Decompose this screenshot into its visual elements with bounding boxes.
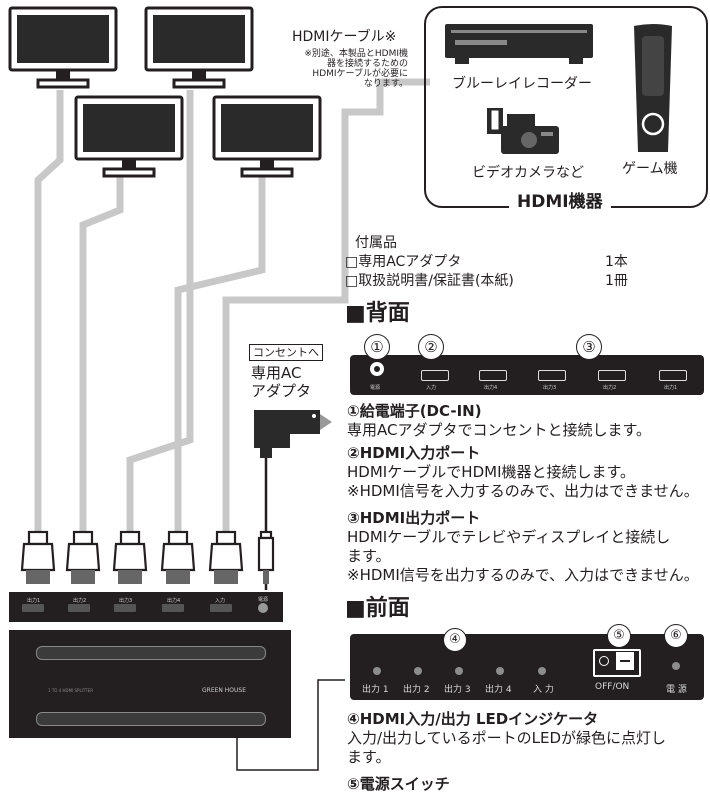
hdmi-out-note: ※HDMI信号を出力するのみで、入力はできません。 bbox=[347, 566, 699, 584]
accessory-item-2: □取扱説明書/保証書(本紙) bbox=[345, 273, 514, 289]
tv-icon-4 bbox=[212, 95, 322, 178]
led-out1 bbox=[373, 667, 381, 675]
hdmi-devices-label: HDMI機器 bbox=[509, 194, 611, 211]
led-desc-1: 入力/出力しているポートのLEDが緑色に点灯し bbox=[347, 729, 666, 747]
front-heading: ■前面 bbox=[345, 596, 410, 621]
bluray-label: ブルーレイレコーダー bbox=[452, 76, 592, 92]
power-switch bbox=[593, 649, 641, 677]
led-label: 入 力 bbox=[533, 685, 554, 695]
tv-icon-3 bbox=[74, 95, 184, 178]
back-port-label: 出力2 bbox=[73, 598, 87, 604]
led-in bbox=[538, 667, 546, 675]
switch-off-icon bbox=[599, 656, 609, 666]
dc-desc: 専用ACアダプタでコンセントと接続します。 bbox=[347, 421, 651, 439]
adapter-label-line2: アダプタ bbox=[251, 382, 312, 400]
device-back-port bbox=[22, 604, 44, 612]
device-back-port bbox=[114, 604, 136, 612]
led-label: 出力 2 bbox=[403, 685, 430, 695]
video-camera-icon bbox=[487, 108, 559, 154]
note-line: HDMIケーブルが必要に bbox=[312, 69, 408, 79]
ac-adapter-icon bbox=[254, 410, 332, 458]
camera-label: ビデオカメラなど bbox=[472, 165, 584, 181]
dc-jack-center bbox=[374, 366, 380, 372]
dc-title: ①給電端子(DC-IN) bbox=[347, 402, 482, 420]
power-switch-title: ⑤電源スイッチ bbox=[347, 775, 450, 793]
front-panel-diagram bbox=[350, 634, 704, 700]
switch-on-icon bbox=[620, 660, 630, 662]
led-power bbox=[672, 662, 680, 670]
tv-icon-1 bbox=[8, 6, 118, 89]
tv-icon-2 bbox=[144, 6, 254, 89]
callout-6: ⑥ bbox=[664, 624, 688, 648]
led-out2 bbox=[414, 667, 422, 675]
back-panel-port-label: 電源 bbox=[370, 385, 381, 391]
hdmi-cable-title: HDMIケーブル※ bbox=[292, 29, 397, 45]
callout-5: ⑤ bbox=[607, 624, 631, 648]
hdmi-cable-note: ※別途、本製品とHDMI機 器を接続するための HDMIケーブルが必要に なりま… bbox=[286, 49, 408, 89]
accessory-qty-2: 1冊 bbox=[605, 273, 628, 289]
note-line: ※別途、本製品とHDMI機 bbox=[304, 49, 408, 59]
back-port-label: 電源 bbox=[258, 597, 269, 603]
back-panel-port-label: 出力3 bbox=[543, 385, 557, 391]
device-back-dc-jack bbox=[258, 603, 268, 613]
game-console-icon bbox=[634, 24, 672, 152]
hdmi-in-note: ※HDMI信号を入力するのみで、出力はできません。 bbox=[347, 482, 699, 500]
back-port-label: 入力 bbox=[215, 598, 226, 604]
led-label: 出力 4 bbox=[485, 685, 512, 695]
back-port-label: 出力3 bbox=[119, 598, 133, 604]
hdmi-plugs bbox=[20, 530, 275, 584]
accessory-item-1: □専用ACアダプタ bbox=[345, 254, 462, 270]
device-groove-top bbox=[36, 646, 266, 660]
callout-4: ④ bbox=[443, 628, 467, 652]
led-label: 出力 1 bbox=[362, 685, 389, 695]
hdmi-port-in bbox=[421, 370, 449, 381]
back-panel-port-label: 出力2 bbox=[603, 385, 617, 391]
back-heading: ■背面 bbox=[345, 301, 410, 326]
device-brand-logo: GREEN HOUSE bbox=[202, 687, 247, 694]
accessories-title: 付属品 bbox=[355, 235, 397, 251]
hdmi-out-desc-2: ます。 bbox=[347, 547, 391, 565]
hdmi-out-title: ③HDMI出力ポート bbox=[347, 509, 481, 527]
back-panel-diagram bbox=[350, 355, 704, 395]
device-groove-bottom bbox=[36, 712, 266, 726]
led-desc-2: ます。 bbox=[347, 748, 391, 766]
back-port-label: 出力1 bbox=[27, 598, 41, 604]
accessory-qty-1: 1本 bbox=[605, 254, 628, 270]
power-led-label: 電 源 bbox=[666, 685, 687, 695]
hdmi-in-desc: HDMIケーブルでHDMI機器と接続します。 bbox=[347, 463, 635, 481]
note-line: なります。 bbox=[363, 79, 408, 89]
outlet-label-box: コンセントへ bbox=[249, 344, 323, 361]
callout-3: ③ bbox=[576, 334, 602, 360]
hdmi-port-out2 bbox=[598, 370, 626, 381]
device-back-port bbox=[68, 604, 90, 612]
back-panel-port-label: 出力1 bbox=[664, 385, 678, 391]
device-back-port bbox=[210, 604, 232, 612]
adapter-label-line1: 専用AC bbox=[251, 364, 302, 382]
led-out4 bbox=[496, 667, 504, 675]
hdmi-port-out1 bbox=[659, 370, 687, 381]
led-out3 bbox=[455, 667, 463, 675]
game-label: ゲーム機 bbox=[622, 161, 678, 177]
hdmi-port-out3 bbox=[538, 370, 566, 381]
back-port-label: 出力4 bbox=[167, 598, 181, 604]
device-back-port bbox=[162, 604, 184, 612]
back-panel-port-label: 出力4 bbox=[484, 385, 498, 391]
callout-2: ② bbox=[418, 334, 444, 360]
hdmi-in-title: ②HDMI入力ポート bbox=[347, 444, 481, 462]
bluray-recorder-icon bbox=[445, 24, 593, 64]
note-line: 器を接続するための bbox=[326, 59, 408, 69]
hdmi-port-out4 bbox=[479, 370, 507, 381]
led-label: 出力 3 bbox=[444, 685, 471, 695]
callout-1: ① bbox=[364, 334, 390, 360]
back-panel-port-label: 入力 bbox=[426, 385, 437, 391]
switch-label: OFF/ON bbox=[595, 682, 630, 692]
device-model: 1 TO 4 HDMI SPLITTER bbox=[48, 688, 93, 693]
hdmi-out-desc-1: HDMIケーブルでテレビやディスプレイと接続し bbox=[347, 528, 671, 546]
device-back-panel bbox=[9, 592, 283, 622]
led-title: ④HDMI入力/出力 LEDインジケータ bbox=[347, 710, 599, 728]
